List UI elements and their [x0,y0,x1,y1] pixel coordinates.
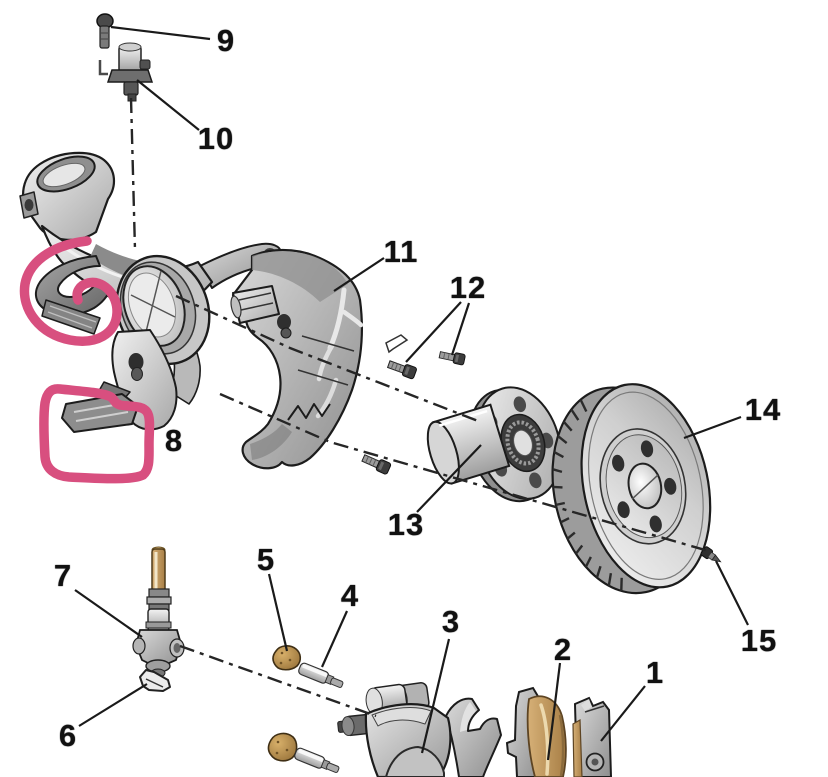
callout-12: 12 [449,270,487,305]
leader-lines [74,25,749,761]
shield-bolt-bracket-sketch [385,334,409,354]
wheel-hub [426,386,562,503]
disc-vent-hatching [552,399,623,591]
ball-joint [132,546,185,678]
outer-brake-pad [572,696,613,777]
callout-15: 15 [740,623,778,658]
callout-7: 7 [53,558,73,593]
clamp-pin [139,669,171,692]
pink-box-lower-arm [39,384,155,484]
callout-11: 11 [383,234,419,269]
callout-2: 2 [553,632,573,667]
callout-14: 14 [744,392,782,427]
guide-pin-lower [294,747,340,773]
pink-loop-fork-arm [19,236,122,346]
inner-brake-pad [505,686,567,777]
center-axis-lines [129,97,713,718]
guide-pin-upper [298,662,344,688]
callout-6: 6 [58,718,78,753]
callout-4: 4 [340,578,360,613]
callout-3: 3 [441,604,461,639]
disc-retaining-screw [700,546,722,563]
guide-pin-cap-lower [267,732,298,762]
steering-knuckle [19,151,283,433]
shield-bolt-c [361,454,392,475]
brake-disc [551,383,712,595]
callout-9: 9 [216,23,236,58]
guide-pin-cap-upper [272,645,302,671]
callout-10: 10 [197,121,235,156]
brake-caliper [337,682,502,777]
callout-1: 1 [645,655,665,690]
wheel-speed-sensor [98,42,154,102]
sensor-bolt [96,13,114,49]
callout-5: 5 [256,542,276,577]
callout-8: 8 [164,423,184,458]
shield-bolt-a [386,360,417,380]
splash-shield [230,248,364,470]
pink-highlight-annotations [19,236,155,484]
callout-13: 13 [387,507,425,542]
